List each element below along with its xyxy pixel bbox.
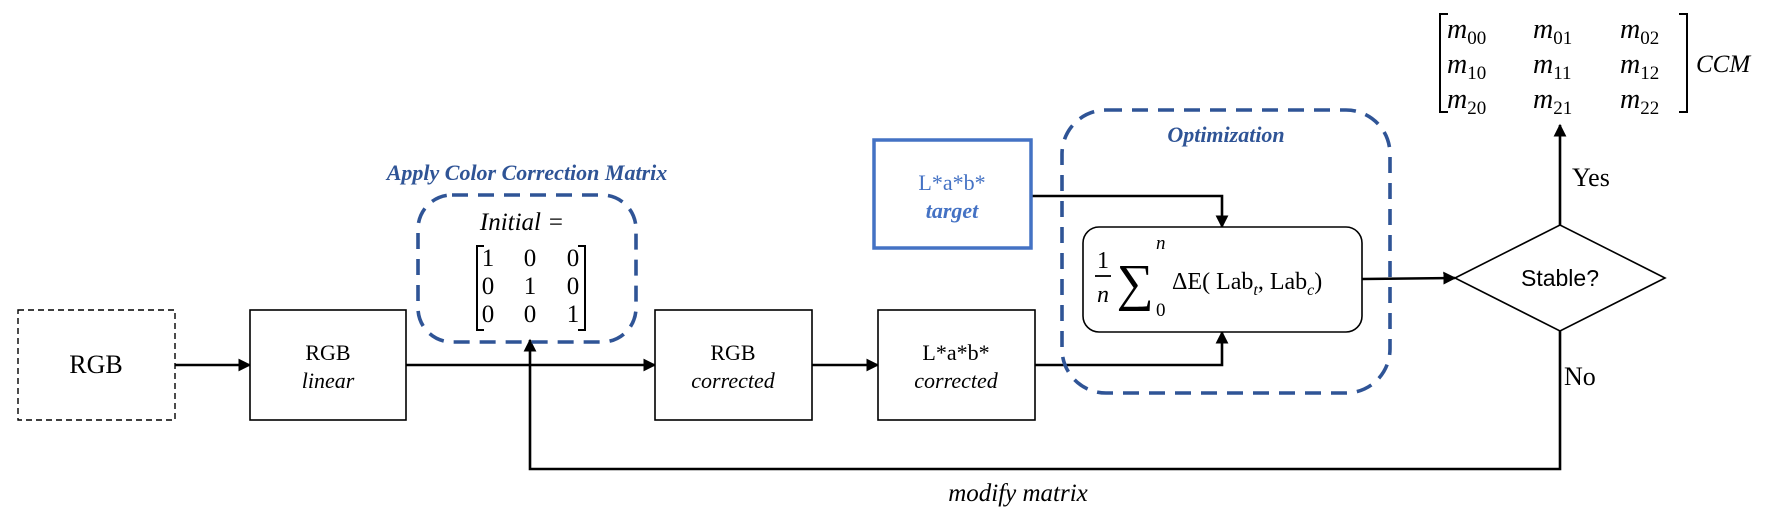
ccm-cell-base: m (1533, 84, 1553, 115)
lab-corrected-line2: corrected (914, 368, 998, 393)
formula-frac-num: 1 (1097, 248, 1109, 274)
modify-matrix-label: modify matrix (948, 480, 1088, 507)
initial-matrix-left-bracket (476, 245, 484, 331)
initial-matrix-cell: 0 (482, 273, 495, 300)
initial-matrix-right-bracket (578, 245, 586, 331)
ccm-cell-subscript: 01 (1553, 28, 1572, 49)
lab-target-box (872, 138, 1033, 250)
ccm-matrix-cell: m21 (1533, 84, 1572, 119)
rgb-linear-line1: RGB (305, 340, 350, 365)
ccm-cell-base: m (1533, 14, 1553, 45)
ccm-cell-subscript: 22 (1640, 98, 1659, 119)
rgb-corrected-line1: RGB (710, 340, 755, 365)
ccm-cell-subscript: 21 (1553, 98, 1572, 119)
initial-matrix-cell: 0 (482, 301, 495, 328)
ccm-label: CCM (1696, 51, 1751, 78)
ccm-cell-subscript: 12 (1640, 63, 1659, 84)
formula-expression: ΔE( Labt, Labc) (1172, 269, 1322, 299)
edge-target-to-formula (1031, 194, 1229, 229)
ccm-cell-base: m (1620, 14, 1640, 45)
ccm-cell-base: m (1447, 84, 1467, 115)
no-label: No (1564, 362, 1596, 391)
ccm-cell-base: m (1533, 49, 1553, 80)
ccm-left-bracket (1439, 13, 1448, 113)
formula-sum-bottom: 0 (1156, 300, 1166, 321)
lab-corrected-box (877, 309, 1036, 421)
stable-decision-label: Stable? (1521, 265, 1599, 291)
objective-formula: 1 n ∑ n 0 ΔE( Labt, Labc) (1095, 233, 1322, 321)
ccm-cell-base: m (1447, 49, 1467, 80)
optimization-group (1060, 108, 1392, 395)
ccm-matrix-cell: m02 (1620, 14, 1659, 49)
ccm-matrix-cell: m12 (1620, 49, 1659, 84)
ccm-cell-base: m (1620, 84, 1640, 115)
lab-corrected-line1: L*a*b* (922, 340, 989, 365)
formula-comma: , Lab (1258, 269, 1307, 295)
objective-formula-box (1082, 226, 1363, 333)
rgb-corrected-box (654, 309, 813, 421)
yes-label: Yes (1572, 163, 1610, 192)
initial-matrix-cell: 1 (567, 301, 580, 328)
rgb-corrected-line2: corrected (691, 368, 775, 393)
initial-matrix-cell: 0 (567, 245, 580, 272)
initial-matrix-cell: 0 (524, 301, 537, 328)
apply-ccm-group (416, 193, 638, 344)
ccm-matrix-cell: m10 (1447, 49, 1486, 84)
formula-sub-c: c (1307, 282, 1314, 299)
formula-sum-symbol: ∑ (1116, 255, 1153, 312)
optimization-title: Optimization (1167, 122, 1284, 147)
edge-formula-to-decision (1361, 271, 1457, 285)
rgb-input-box (17, 309, 176, 421)
ccm-cell-subscript: 11 (1553, 63, 1571, 84)
edge-decision-no-feedback (523, 331, 1562, 471)
ccm-cell-subscript: 10 (1467, 63, 1486, 84)
initial-matrix-cell: 1 (482, 245, 495, 272)
ccm-matrix-cell: m11 (1533, 49, 1572, 84)
initial-label: Initial = (479, 209, 564, 236)
ccm-right-bracket (1679, 13, 1688, 113)
formula-sum-top: n (1156, 233, 1166, 254)
apply-ccm-title: Apply Color Correction Matrix (385, 160, 668, 185)
formula-sub-t: t (1253, 282, 1258, 299)
initial-matrix-cell: 0 (567, 273, 580, 300)
ccm-cell-subscript: 02 (1640, 28, 1659, 49)
rgb-input-label: RGB (69, 350, 122, 379)
initial-matrix-cell: 0 (524, 245, 537, 272)
ccm-matrix-cell: m01 (1533, 14, 1572, 49)
lab-target-line1: L*a*b* (918, 170, 985, 195)
ccm-matrix-cell: m00 (1447, 14, 1486, 49)
formula-close: ) (1314, 269, 1322, 295)
rgb-linear-line2: linear (302, 368, 355, 393)
ccm-cell-base: m (1447, 14, 1467, 45)
ccm-cell-base: m (1620, 49, 1640, 80)
ccm-matrix-cell: m22 (1620, 84, 1659, 119)
formula-frac-den: n (1097, 282, 1109, 308)
edge-lab-to-formula (1035, 330, 1229, 367)
ccm-cell-subscript: 20 (1467, 98, 1486, 119)
initial-matrix-cell: 1 (524, 273, 537, 300)
formula-body: ΔE( Lab (1172, 269, 1253, 295)
ccm-cell-subscript: 00 (1467, 28, 1486, 49)
ccm-matrix-cell: m20 (1447, 84, 1486, 119)
rgb-linear-box (249, 309, 407, 421)
lab-target-line2: target (926, 198, 979, 223)
connectors (175, 123, 1567, 471)
stable-decision-diamond (1453, 224, 1667, 332)
